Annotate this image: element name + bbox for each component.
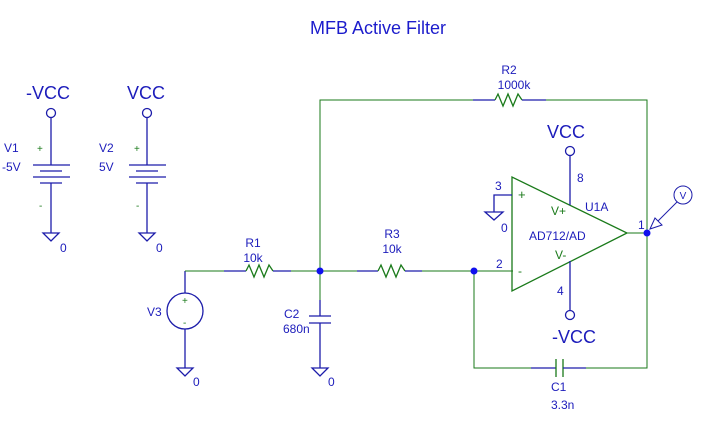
opamp-model: AD712/AD <box>529 229 586 243</box>
r1-value: 10k <box>243 251 263 265</box>
probe-label: V <box>680 191 687 202</box>
v2-value: 5V <box>99 160 114 174</box>
v3-ref: V3 <box>147 305 162 319</box>
source-v1[interactable]: -VCC 0 V1 -5V + - <box>2 83 70 255</box>
v2-minus: - <box>136 201 139 212</box>
v1-plus: + <box>37 144 43 155</box>
opamp-plus-sign: + <box>518 187 526 202</box>
probe-arrow-icon <box>649 217 663 230</box>
c2-ground-label: 0 <box>328 375 335 389</box>
v2-ground-icon <box>137 232 157 242</box>
pin-out: 1 <box>638 218 645 232</box>
v2-rail-label: VCC <box>127 83 165 103</box>
r2-ref: R2 <box>501 63 517 77</box>
r2-value: 1000k <box>498 78 532 92</box>
pin-noninv: 3 <box>495 179 502 193</box>
v3-ground-icon <box>175 367 195 377</box>
v1-rail-label: -VCC <box>26 83 70 103</box>
opamp-u1a[interactable]: 0 3 + 2 - VCC 8 V+ 4 V- -VCC U1A AD712/A… <box>483 122 645 347</box>
wires <box>185 99 648 369</box>
v3-minus: - <box>183 318 186 329</box>
v1-minus: - <box>39 201 42 212</box>
v1-rail-terminal[interactable] <box>45 107 57 119</box>
v3-ground-label: 0 <box>193 375 200 389</box>
c1-value: 3.3n <box>551 398 574 412</box>
v1-ground-label: 0 <box>60 241 67 255</box>
resistor-r2[interactable]: R2 1000k <box>473 63 546 108</box>
voltage-probe[interactable]: V <box>649 185 693 230</box>
opamp-bottom-rail: -VCC <box>552 327 596 347</box>
capacitor-c2[interactable]: 0 C2 680n <box>283 300 335 389</box>
pin-vneg: 4 <box>557 284 564 298</box>
opamp-minus-sign: - <box>518 264 522 278</box>
pin-vpos: 8 <box>577 171 584 185</box>
v2-rail-terminal[interactable] <box>141 107 153 119</box>
opamp-ground-label: 0 <box>501 221 508 235</box>
v2-ground-label: 0 <box>156 241 163 255</box>
pin-inv: 2 <box>496 257 503 271</box>
vplus-label: V+ <box>551 204 566 218</box>
c2-ground-icon <box>310 367 330 377</box>
v3-plus: + <box>182 296 188 307</box>
source-v2[interactable]: VCC 0 V2 5V + - <box>99 83 166 255</box>
v1-value: -5V <box>2 160 21 174</box>
schematic-title: MFB Active Filter <box>310 18 446 38</box>
c1-ref: C1 <box>551 380 567 394</box>
opamp-top-rail: VCC <box>547 122 585 142</box>
r1-ref: R1 <box>245 236 261 250</box>
source-v3[interactable]: 0 V3 + - <box>147 271 204 389</box>
c2-ref: C2 <box>284 307 300 321</box>
v1-ref: V1 <box>4 141 19 155</box>
junction-node-out <box>643 229 651 237</box>
v1-ground-icon <box>41 232 61 242</box>
r3-value: 10k <box>382 242 402 256</box>
resistor-r3[interactable]: R3 10k <box>357 227 422 279</box>
r3-ref: R3 <box>384 227 400 241</box>
v2-ref: V2 <box>99 141 114 155</box>
c2-value: 680n <box>283 322 310 336</box>
probe-icon <box>673 185 693 205</box>
junction-node-inv <box>470 267 478 275</box>
vpos-terminal[interactable] <box>564 145 576 157</box>
vneg-terminal[interactable] <box>564 309 576 321</box>
vminus-label: V- <box>555 248 566 262</box>
resistor-r1[interactable]: R1 10k <box>224 236 291 279</box>
junction-node-r1-r3 <box>316 267 324 275</box>
v2-plus: + <box>134 144 140 155</box>
capacitor-c1[interactable]: C1 3.3n <box>531 359 586 412</box>
opamp-ref: U1A <box>585 200 608 214</box>
opamp-ground-icon <box>483 211 505 221</box>
